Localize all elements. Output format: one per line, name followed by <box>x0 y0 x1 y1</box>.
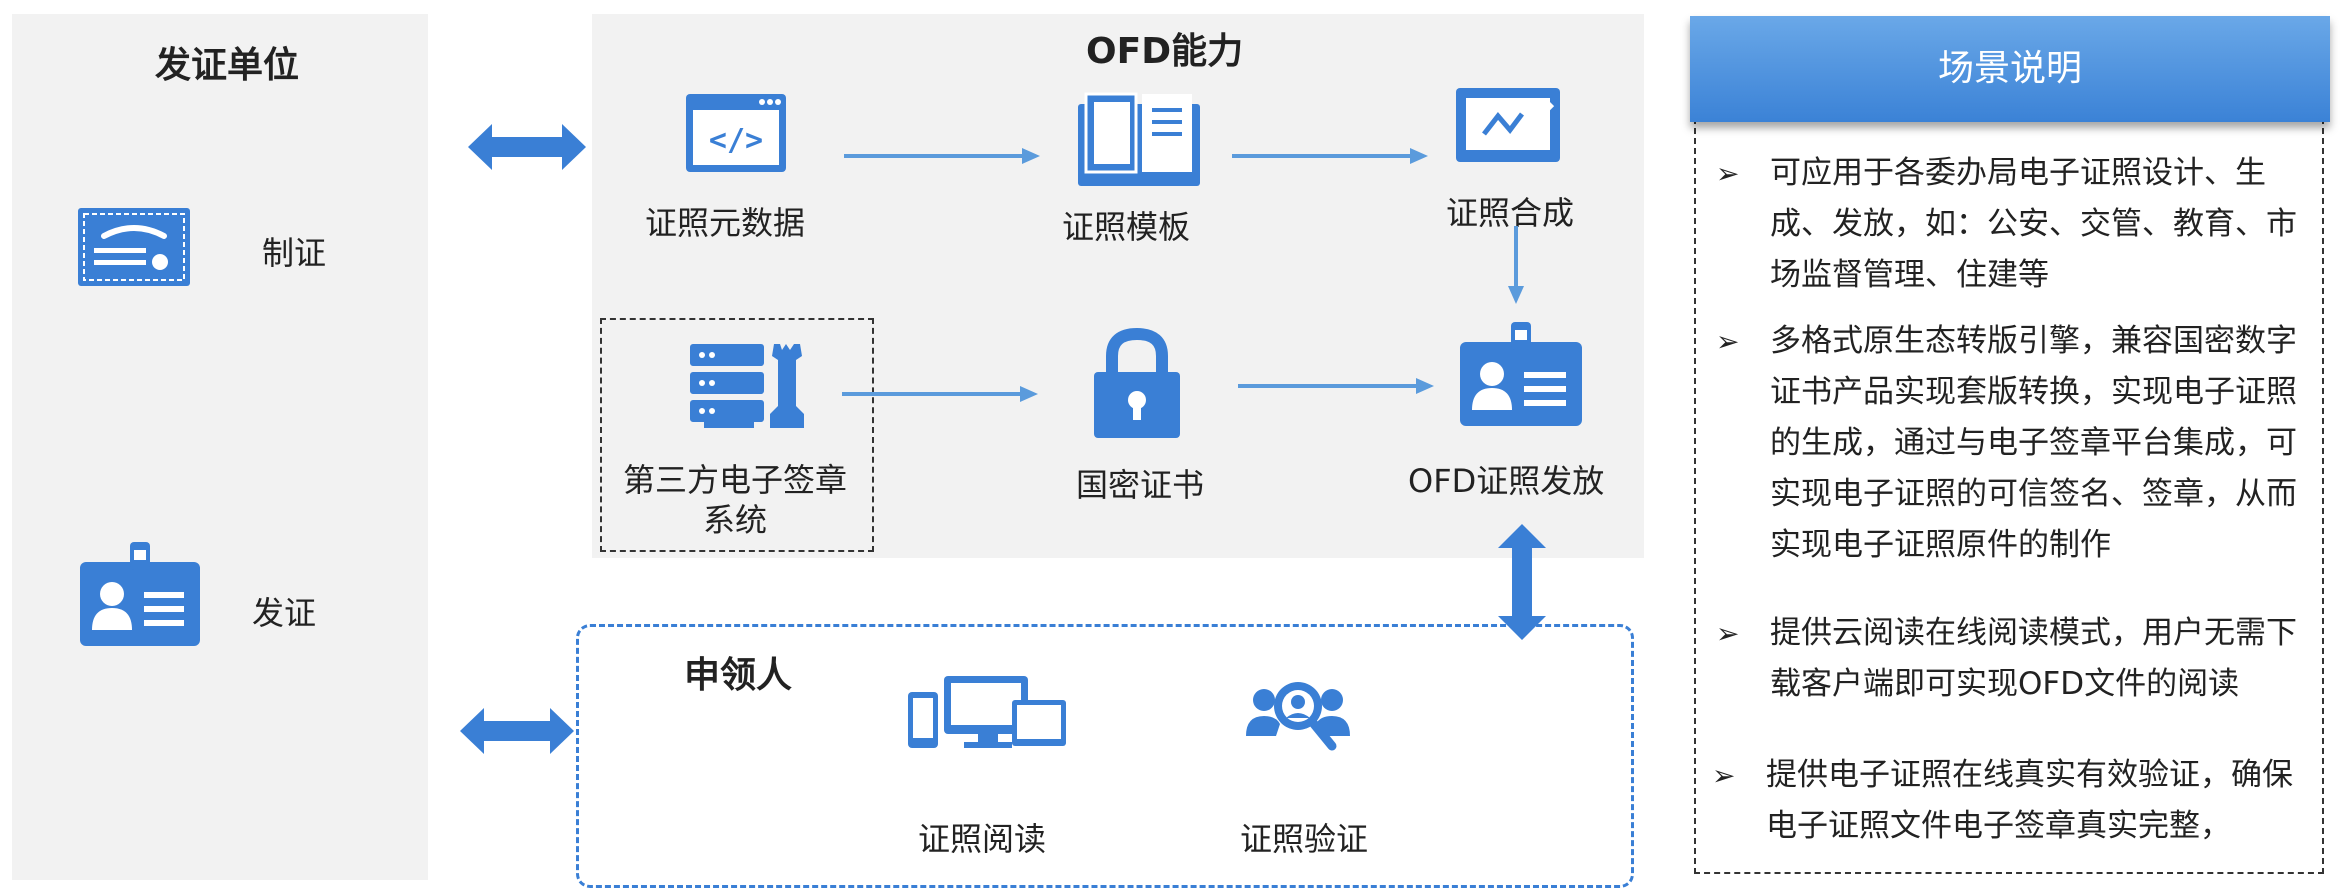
scene-bullet-2: ➢ 多格式原生态转版引擎，兼容国密数字证书产品实现套版转换，实现电子证照的生成，… <box>1716 316 2306 571</box>
read-label: 证照阅读 <box>918 820 1047 858</box>
applicant-title: 申领人 <box>684 655 793 696</box>
scene-panel <box>1694 118 2324 874</box>
id-card-icon <box>80 542 200 646</box>
make-cert-label: 制证 <box>262 234 327 272</box>
scene-bullet-3: ➢ 提供云阅读在线阅读模式，用户无需下载客户端即可实现OFD文件的阅读 <box>1716 608 2306 710</box>
issue-cert-label: 发证 <box>252 594 317 632</box>
book-icon <box>1078 92 1200 186</box>
arrowhead-bullet-icon: ➢ <box>1712 759 1736 792</box>
arrow-cert-to-issue <box>1238 378 1434 394</box>
arrowhead-bullet-icon: ➢ <box>1716 325 1740 358</box>
user-search-icon <box>1246 682 1350 751</box>
scene-bullet-4: ➢ 提供电子证照在线真实有效验证，确保电子证照文件电子签章真实完整， <box>1712 750 2302 852</box>
ofd-issue-label: OFD证照发放 <box>1408 462 1605 500</box>
scene-bullet-text: 提供电子证照在线真实有效验证，确保电子证照文件电子签章真实完整， <box>1766 757 2293 844</box>
scene-bullet-text: 多格式原生态转版引擎，兼容国密数字证书产品实现套版转换，实现电子证照的生成，通过… <box>1770 323 2297 563</box>
issuer-panel <box>12 14 428 880</box>
compose-label: 证照合成 <box>1446 194 1575 232</box>
code-window-icon: </> <box>686 94 786 172</box>
scene-bullet-text: 提供云阅读在线阅读模式，用户无需下载客户端即可实现OFD文件的阅读 <box>1770 615 2297 702</box>
applicant-box <box>576 624 1634 888</box>
double-arrow-issuer-ofd <box>468 124 586 170</box>
arrow-compose-to-issue <box>1508 226 1524 304</box>
template-label: 证照模板 <box>1062 208 1191 246</box>
scene-header: 场景说明 <box>1690 16 2330 122</box>
third-party-label: 第三方电子签章 系统 <box>622 461 847 539</box>
ofd-title: OFD能力 <box>1086 31 1244 72</box>
arrowhead-bullet-icon: ➢ <box>1716 157 1740 190</box>
arrowhead-bullet-icon: ➢ <box>1716 617 1740 650</box>
scene-bullet-text: 可应用于各委办局电子证照设计、生成、发放，如：公安、交管、教育、市场监督管理、住… <box>1770 155 2297 293</box>
issue-id-card-icon <box>1460 322 1582 426</box>
compose-screen-icon <box>1456 88 1560 162</box>
verify-label: 证照验证 <box>1240 820 1369 858</box>
scene-bullet-1: ➢ 可应用于各委办局电子证照设计、生成、发放，如：公安、交管、教育、市场监督管理… <box>1716 148 2306 301</box>
metadata-label: 证照元数据 <box>645 204 806 242</box>
issuer-title: 发证单位 <box>155 45 300 86</box>
server-chess-icon <box>690 344 804 428</box>
arrow-third-party-to-cert <box>842 386 1038 402</box>
double-arrow-issuer-applicant <box>460 708 574 754</box>
sm-cert-label: 国密证书 <box>1076 466 1205 504</box>
svg-text:</>: </> <box>709 123 763 158</box>
double-arrow-issue-applicant <box>1498 524 1546 640</box>
lock-icon <box>1094 327 1180 438</box>
third-party-box <box>600 318 874 552</box>
arrow-metadata-to-template <box>844 148 1040 164</box>
certificate-icon <box>78 208 190 286</box>
devices-icon <box>908 676 1066 748</box>
arrow-template-to-compose <box>1232 148 1428 164</box>
